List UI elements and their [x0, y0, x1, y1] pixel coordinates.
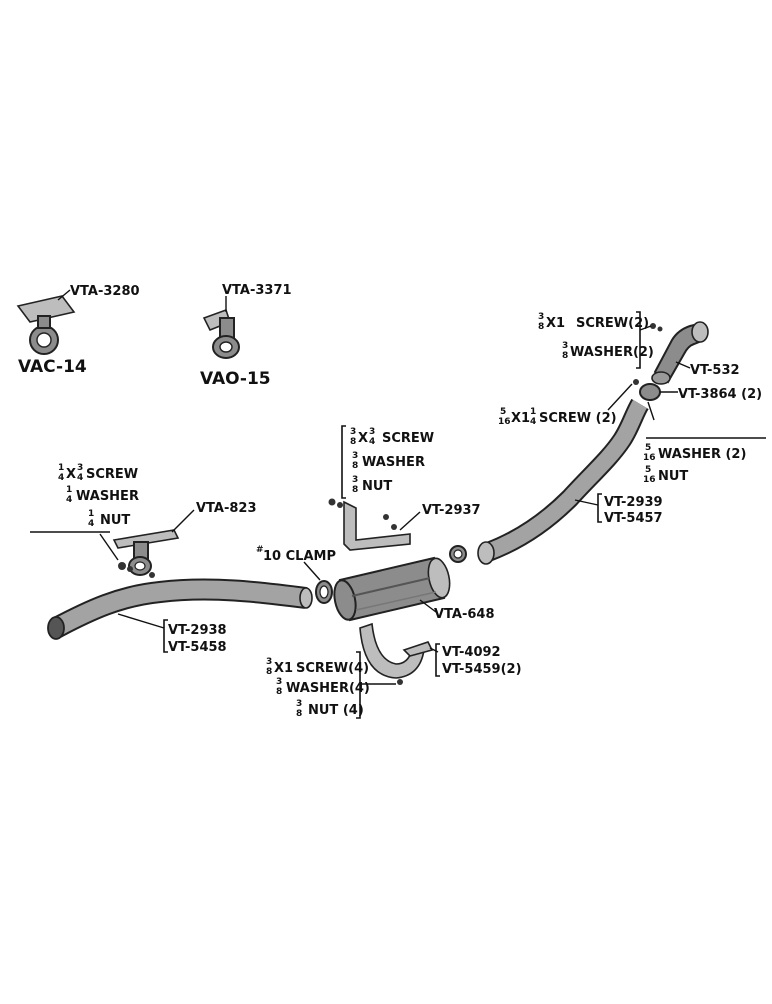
left-screw-mid: X: [66, 467, 76, 482]
frac-top-screw-num: 3: [538, 312, 544, 322]
frac-left-screw-num2: 3: [77, 463, 83, 473]
frac-center-nut-den: 8: [352, 485, 358, 495]
frac-flange-whole-num: 1: [530, 407, 536, 417]
top-screw-text: SCREW(2): [576, 316, 649, 331]
bracket-center: [341, 425, 346, 499]
frac-left-nut-den: 4: [88, 519, 94, 529]
bottom-screw-mid: X1: [274, 661, 293, 676]
label-vt-532: VT-532: [690, 363, 740, 378]
center-screw-mid: X: [358, 431, 368, 446]
center-nut-text: NUT: [362, 479, 392, 494]
bottom-screw-text: SCREW(4): [296, 661, 369, 676]
clamp-vac-14: [16, 289, 76, 355]
frac-bottom-nut-den: 8: [296, 709, 302, 719]
bracket-vt-4092: [435, 643, 440, 677]
frac-bottom-nut-num: 3: [296, 699, 302, 709]
top-washer-text: WASHER(2): [570, 345, 654, 360]
label-vt-2938: VT-2938: [168, 623, 227, 638]
left-screw-text: SCREW: [86, 467, 138, 482]
clamp-vao-15: [202, 296, 240, 359]
frac-center-screw-num2: 3: [369, 427, 375, 437]
frac-flange-nut-den: 16: [643, 475, 656, 485]
bottom-washer-text: WASHER(4): [286, 681, 370, 696]
center-screw-text: SCREW: [382, 431, 434, 446]
label-vta-3371: VTA-3371: [222, 283, 292, 298]
bracket-vt-2938: [163, 619, 168, 653]
label-vta-3280: VTA-3280: [70, 284, 140, 299]
left-nut-text: NUT: [100, 513, 130, 528]
frac-center-screw-num: 3: [350, 427, 356, 437]
frac-center-screw-den2: 4: [369, 437, 375, 447]
frac-left-nut-num: 1: [88, 509, 94, 519]
label-vt-5459: VT-5459(2): [442, 662, 522, 677]
frac-center-nut-num: 3: [352, 475, 358, 485]
bottom-nut-text: NUT (4): [308, 703, 364, 718]
exhaust-pipe-vt-2938: [47, 578, 313, 640]
label-vta-648: VTA-648: [434, 607, 495, 622]
center-washer-text: WASHER: [362, 455, 425, 470]
frac-top-screw-den: 8: [538, 322, 544, 332]
label-vta-823: VTA-823: [196, 501, 257, 516]
bracket-vta-823: [112, 509, 195, 578]
frac-flange-screw-num: 5: [500, 407, 506, 417]
flange-screw-text: SCREW (2): [539, 411, 617, 426]
label-10-clamp: 10 CLAMP: [263, 549, 336, 564]
frac-center-washer-den: 8: [352, 461, 358, 471]
exhaust-pipe-vt-2939: [449, 398, 649, 565]
label-vt-3864: VT-3864 (2): [678, 387, 762, 402]
frac-top-washer-den: 8: [562, 351, 568, 361]
frac-left-washer-num: 1: [66, 485, 72, 495]
frac-bottom-washer-den: 8: [276, 687, 282, 697]
bracket-top-right: [636, 311, 641, 369]
clamp-10: [303, 561, 333, 604]
frac-left-screw-num: 1: [58, 463, 64, 473]
frac-bottom-screw-num: 3: [266, 657, 272, 667]
label-vt-5458: VT-5458: [168, 640, 227, 655]
hanger-vt-2937: [328, 498, 421, 551]
flange-screw-mid: X1: [511, 411, 530, 426]
frac-left-screw-den2: 4: [77, 473, 83, 483]
label-vt-4092: VT-4092: [442, 645, 501, 660]
flange-washer-text: WASHER (2): [658, 447, 746, 462]
clamp-number-sign: #: [256, 545, 264, 555]
exhaust-elbow-vt-532: [650, 321, 709, 385]
frac-top-washer-num: 3: [562, 341, 568, 351]
frac-center-washer-num: 3: [352, 451, 358, 461]
label-vt-2939: VT-2939: [604, 495, 663, 510]
frac-flange-screw-den: 16: [498, 417, 511, 427]
label-vt-2937: VT-2937: [422, 503, 481, 518]
left-washer-text: WASHER: [76, 489, 139, 504]
muffler-vta-648: [333, 556, 451, 622]
frac-flange-washer-num: 5: [645, 443, 651, 453]
frac-flange-nut-num: 5: [645, 465, 651, 475]
bracket-bottom: [356, 651, 361, 719]
flange-nut-text: NUT: [658, 469, 688, 484]
top-screw-size: X1: [546, 316, 565, 331]
frac-left-screw-den: 4: [58, 473, 64, 483]
frac-flange-washer-den: 16: [643, 453, 656, 463]
frac-bottom-screw-den: 8: [266, 667, 272, 677]
frac-bottom-washer-num: 3: [276, 677, 282, 687]
flange-vt-3864: [633, 379, 678, 401]
frac-center-screw-den: 8: [350, 437, 356, 447]
strap-vt-4092: [359, 622, 439, 685]
label-vao-15: VAO-15: [200, 369, 271, 389]
frac-flange-whole-den: 4: [530, 417, 536, 427]
bracket-vt-2939: [597, 493, 602, 523]
frac-left-washer-den: 4: [66, 495, 72, 505]
label-vac-14: VAC-14: [18, 357, 87, 377]
label-vt-5457: VT-5457: [604, 511, 663, 526]
